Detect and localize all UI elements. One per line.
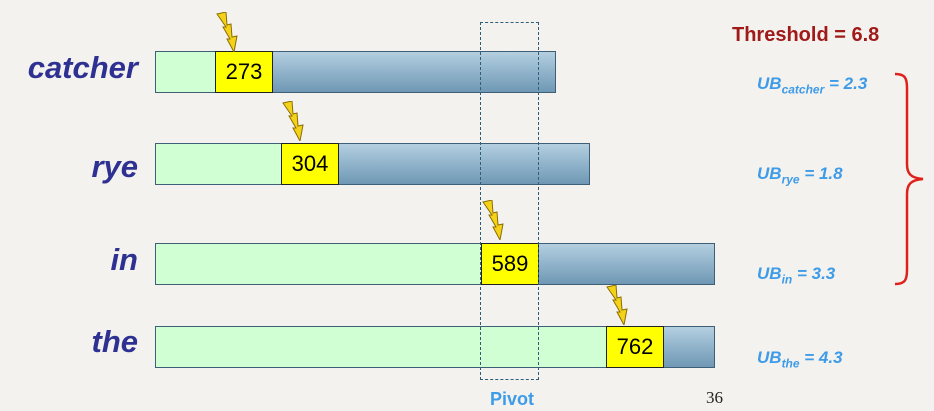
threshold-label: Threshold = 6.8: [732, 24, 880, 46]
upper-bound-catcher: UBcatcher = 2.3: [757, 74, 868, 97]
posting-list-in: 589: [155, 243, 715, 285]
term-label-rye: rye: [91, 149, 138, 184]
cursor-doc-id: 273: [215, 51, 273, 93]
processed-segment: [156, 244, 482, 284]
page-number: 36: [706, 388, 723, 407]
processed-segment: [156, 144, 282, 184]
upper-bound-in: UBin = 3.3: [757, 264, 836, 287]
lightning-icon: [482, 200, 504, 240]
lightning-icon: [282, 101, 304, 141]
term-label-in: in: [110, 242, 138, 277]
pivot-label: Pivot: [490, 389, 535, 409]
upper-bound-rye: UBrye = 1.8: [757, 164, 843, 187]
cursor-doc-id: 589: [481, 243, 539, 285]
processed-segment: [156, 327, 607, 367]
cursor-doc-id: 304: [281, 143, 339, 185]
posting-list-rye: 304: [155, 143, 590, 185]
brace-icon: [894, 72, 924, 286]
posting-list-catcher: 273: [155, 51, 556, 93]
term-label-catcher: catcher: [27, 50, 138, 85]
posting-list-the: 762: [155, 326, 715, 368]
upper-bound-the: UBthe = 4.3: [757, 348, 843, 371]
cursor-doc-id: 762: [606, 326, 664, 368]
pivot-region: [480, 22, 539, 380]
lightning-icon: [216, 12, 238, 52]
term-label-the: the: [91, 324, 139, 359]
processed-segment: [156, 52, 216, 92]
lightning-icon: [606, 285, 628, 325]
